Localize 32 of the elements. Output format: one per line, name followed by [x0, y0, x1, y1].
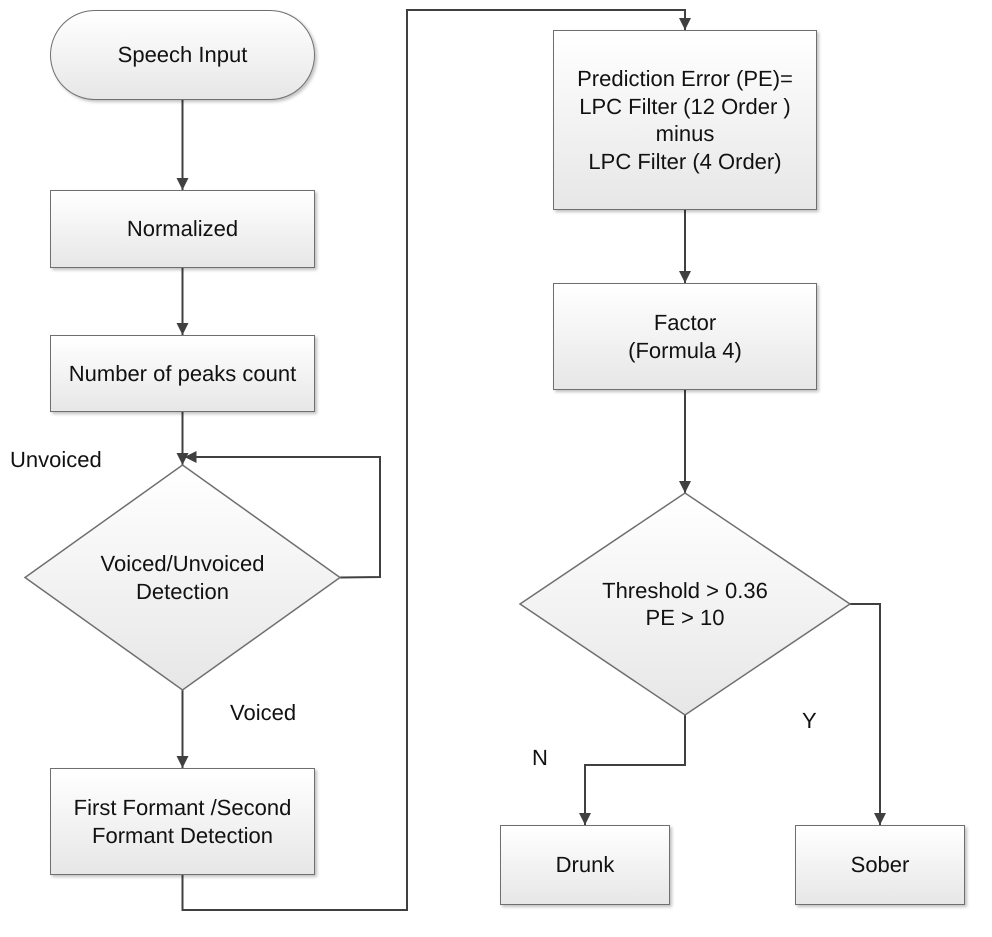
node-text: Number of peaks count — [68, 360, 296, 388]
arrow — [176, 412, 188, 465]
arrow — [679, 210, 691, 283]
process-box — [50, 335, 315, 412]
node-text: Speech Input — [118, 41, 248, 69]
process-box — [50, 190, 315, 268]
node-text: Factor — [654, 309, 716, 336]
node-text: LPC Filter (4 Order) — [588, 148, 782, 175]
process-box — [795, 825, 965, 905]
arrow — [176, 100, 188, 190]
process-box — [50, 768, 315, 875]
arrow — [184, 451, 381, 578]
arrow — [182, 9, 691, 911]
process-box — [500, 825, 670, 905]
process-box — [553, 30, 817, 210]
node-text: First Formant /Second Formant Detection — [72, 794, 292, 849]
arrow — [176, 268, 188, 335]
node-text: Prediction Error (PE)= LPC Filter (12 Order ) — [576, 65, 794, 120]
node-text: PE > 10 — [646, 604, 724, 632]
node-text: Drunk — [556, 851, 614, 879]
terminal-box — [50, 10, 315, 100]
arrow — [850, 603, 886, 825]
node-text: (Formula 4) — [628, 336, 742, 364]
arrow — [679, 390, 691, 493]
node-text: minus — [656, 120, 714, 148]
node-text: Normalized — [126, 215, 238, 243]
node-text: Voiced/Unvoiced Detection — [100, 550, 266, 605]
arrow — [579, 715, 686, 825]
arrow — [176, 690, 188, 768]
node-text: Threshold > 0.36 — [602, 576, 768, 604]
process-box — [553, 283, 817, 390]
node-text: Sober — [850, 851, 910, 879]
